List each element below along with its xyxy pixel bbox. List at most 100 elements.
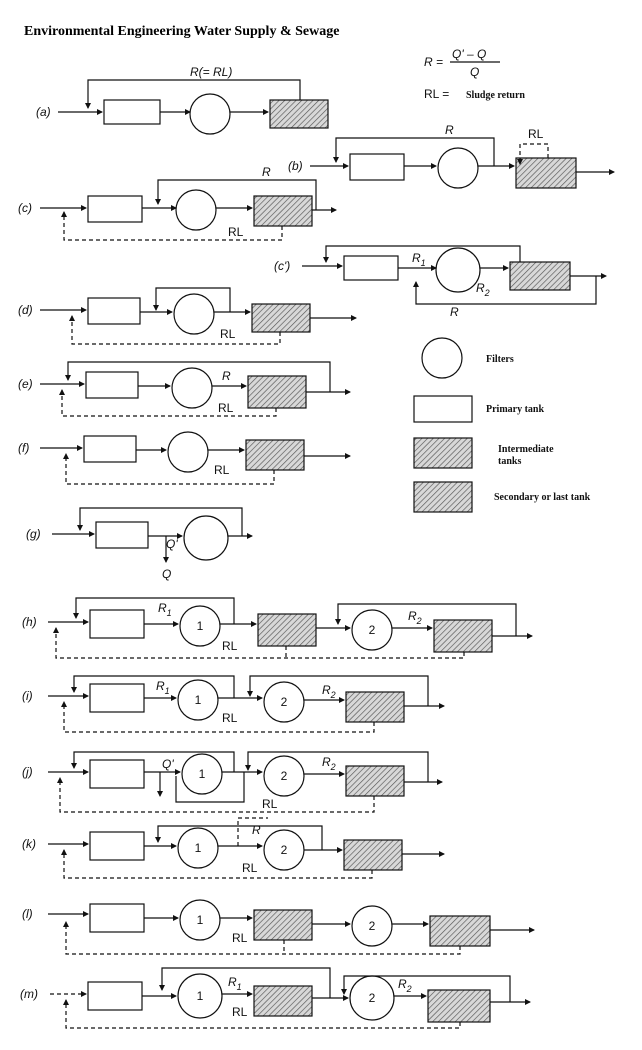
recirculation-line — [155, 179, 317, 210]
filter-circle — [437, 147, 479, 189]
scheme-label-d: (d) — [18, 303, 33, 317]
recirculation-line — [65, 361, 331, 392]
secondary-tank — [515, 157, 577, 189]
legend-filters-label: Filters — [486, 354, 514, 365]
secondary-tank — [245, 439, 305, 471]
label-r2: R2 — [322, 755, 336, 772]
filter-number-2: 2 — [369, 991, 376, 1005]
sludge-return — [517, 143, 549, 165]
secondary-tank — [345, 765, 405, 797]
label-r: R — [445, 123, 454, 137]
recirculation-line — [175, 772, 245, 803]
legend-intermediate-label-2: tanks — [498, 456, 521, 467]
recirculation-line — [153, 287, 231, 312]
page-title: Environmental Engineering Water Supply &… — [24, 24, 340, 39]
primary-tank — [83, 435, 137, 463]
filter-number-2: 2 — [281, 695, 288, 709]
filter-circle — [183, 515, 229, 561]
label-rl: RL — [232, 1005, 248, 1019]
sludge-return — [61, 701, 375, 733]
primary-tank — [87, 981, 143, 1011]
filter-circle — [189, 93, 231, 135]
recirculation-line — [245, 751, 429, 782]
recirculation-line — [73, 597, 235, 624]
filter-circle — [351, 905, 393, 947]
primary-tank — [87, 297, 141, 325]
secondary-tank — [247, 375, 307, 409]
filter-circle — [181, 753, 223, 795]
primary-tank — [89, 759, 145, 789]
secondary-tank — [269, 99, 329, 129]
filter-number-1: 1 — [195, 693, 202, 707]
secondary-tank — [433, 619, 493, 653]
label-r: R — [222, 369, 231, 383]
filter-circle — [177, 827, 219, 869]
label-r1: R1 — [156, 679, 170, 696]
sludge-return — [237, 817, 268, 846]
label-q: Q — [162, 567, 171, 581]
scheme-label-g: (g) — [26, 527, 41, 541]
secondary-tank — [343, 839, 403, 871]
label-rl: RL — [242, 861, 258, 875]
label-rl: RL — [222, 711, 238, 725]
label-r2: R2 — [476, 281, 490, 298]
filter-number-1: 1 — [197, 989, 204, 1003]
scheme-label-f: (f) — [18, 441, 29, 455]
scheme-label-b: (b) — [288, 159, 303, 173]
recirculation-line — [341, 975, 511, 1002]
secondary-tank — [427, 989, 491, 1023]
formula-numerator: Q' – Q — [452, 47, 486, 61]
secondary-tank — [509, 261, 571, 291]
recirculation-line — [335, 603, 517, 636]
rl-abbr: RL = — [424, 87, 449, 101]
primary-tank — [87, 195, 143, 223]
label-r1: R1 — [412, 251, 426, 268]
label-r2: R2 — [398, 977, 412, 994]
filter-circle — [171, 367, 213, 409]
primary-tank — [85, 371, 139, 399]
filter-circle — [263, 755, 305, 797]
formula-denominator: Q — [470, 65, 479, 79]
sludge-return — [63, 999, 461, 1029]
label-rl: RL — [222, 639, 238, 653]
legend-primary-tank-icon — [413, 395, 473, 423]
sludge-return — [53, 627, 465, 659]
legend-secondary-icon — [413, 481, 473, 513]
filter-number-1: 1 — [197, 619, 204, 633]
sludge-return — [63, 453, 275, 485]
label-r-eq-rl: R(= RL) — [190, 65, 232, 79]
label-r1: R1 — [228, 975, 242, 992]
primary-tank — [103, 99, 161, 125]
filter-number-2: 2 — [281, 769, 288, 783]
label-rl: RL — [262, 797, 278, 811]
label-rl: RL — [232, 931, 248, 945]
scheme-label-c: (c) — [18, 201, 32, 215]
filter-number-2: 2 — [369, 919, 376, 933]
scheme-label-e: (e) — [18, 377, 33, 391]
filter-number-1: 1 — [195, 841, 202, 855]
filter-circle — [179, 899, 221, 941]
scheme-label-l: (l) — [22, 907, 33, 921]
scheme-label-k: (k) — [22, 837, 36, 851]
secondary-tank — [253, 195, 313, 227]
label-r: R — [252, 823, 261, 837]
recirculation-line — [333, 137, 495, 166]
scheme-label-m: (m) — [20, 987, 38, 1001]
primary-tank — [349, 153, 405, 181]
primary-tank — [89, 609, 145, 639]
scheme-label-c-prime: (c') — [274, 259, 290, 273]
filter-circle — [175, 189, 217, 231]
label-rl: RL — [220, 327, 236, 341]
recirculation-line — [71, 675, 235, 698]
sludge-return — [61, 849, 373, 879]
scheme-label-j: (j) — [22, 765, 33, 779]
secondary-tank — [257, 613, 317, 647]
label-r: R — [262, 165, 271, 179]
filter-circle — [351, 609, 393, 651]
recirculation-line — [71, 751, 235, 772]
recirculation-line — [159, 967, 331, 998]
scheme-label-a: (a) — [36, 105, 51, 119]
primary-tank — [89, 903, 145, 933]
filter-circle — [167, 431, 209, 473]
